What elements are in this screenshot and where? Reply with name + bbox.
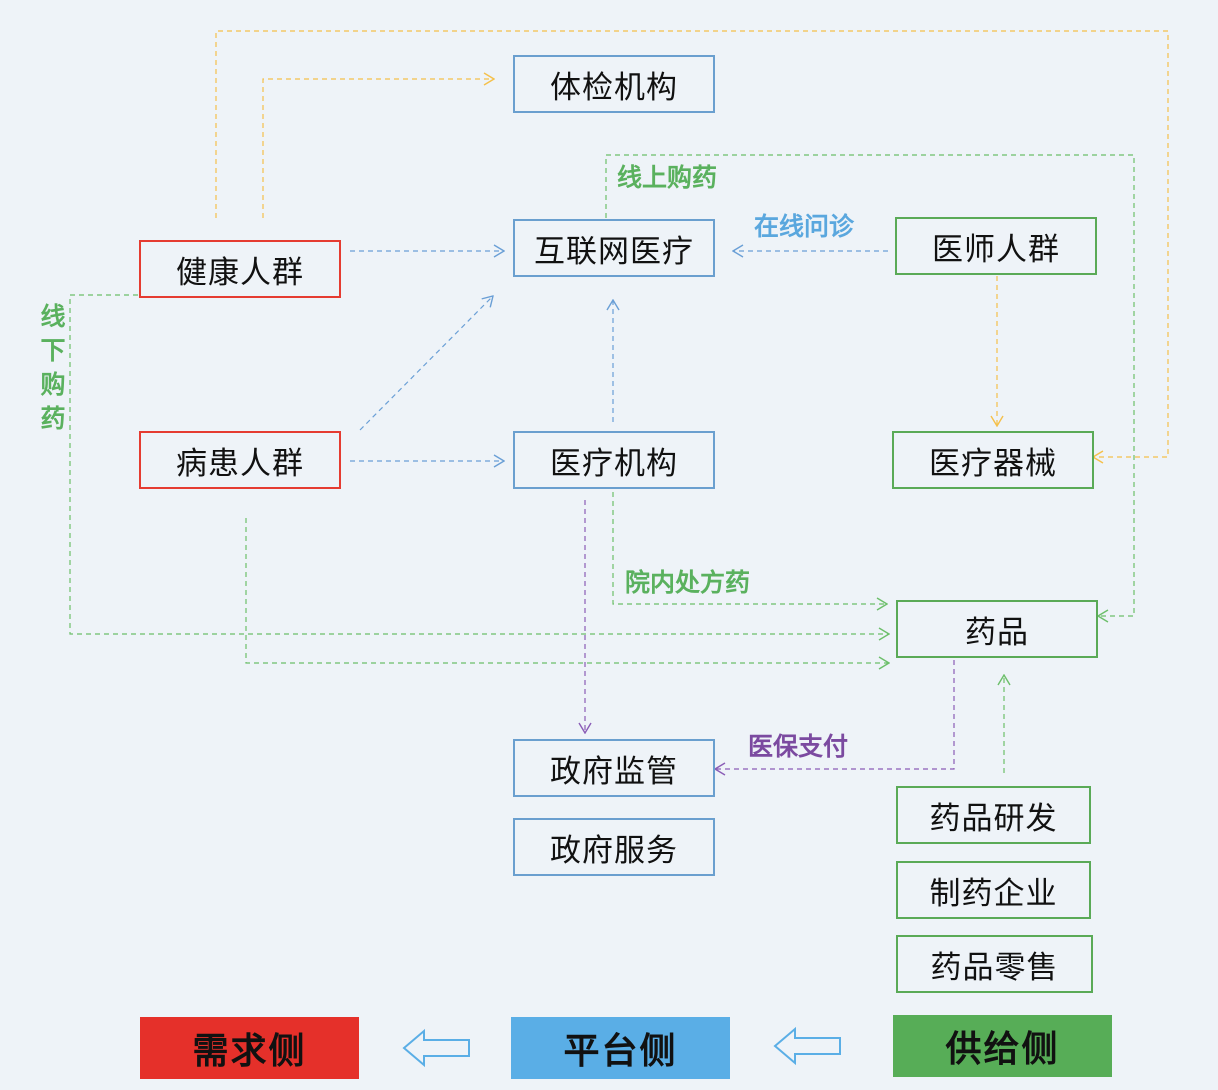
legend-platform-side: 平台侧: [511, 1017, 730, 1079]
edge-health-to-checkup: [262, 79, 494, 218]
node-medical-device: 医疗器械: [892, 431, 1094, 489]
left-arrow-icon: [773, 1026, 841, 1066]
node-government-regulation: 政府监管: [513, 739, 715, 797]
edge-patient-to-internet: [359, 296, 493, 431]
node-drug-rnd: 药品研发: [896, 786, 1091, 844]
legend-demand-side: 需求侧: [140, 1017, 359, 1079]
edge-drug-to-government: [715, 660, 955, 769]
node-medical-institution: 医疗机构: [513, 431, 715, 489]
node-government-service: 政府服务: [513, 818, 715, 876]
edge-institution-to-drug: [612, 492, 887, 604]
node-drug: 药品: [896, 600, 1098, 658]
left-arrow-icon: [402, 1028, 470, 1068]
edge-health-to-device: [215, 30, 1169, 457]
node-drug-retail: 药品零售: [896, 935, 1093, 993]
node-checkup-institution: 体检机构: [513, 55, 715, 113]
edge-internet-to-drug: [605, 154, 1135, 616]
node-doctor-group: 医师人群: [895, 217, 1097, 275]
node-patient-group: 病患人群: [139, 431, 341, 489]
edge-health-offline-to-drug: [69, 294, 889, 634]
node-internet-medical: 互联网医疗: [513, 219, 715, 277]
legend-supply-side: 供给侧: [893, 1015, 1112, 1077]
label-hospital-prescription: 院内处方药: [625, 568, 751, 597]
node-healthy-group: 健康人群: [139, 240, 341, 298]
node-pharma-company: 制药企业: [896, 861, 1091, 919]
label-online-purchase: 线上购药: [617, 163, 718, 192]
label-insurance-payment: 医保支付: [748, 732, 849, 761]
label-offline-purchase: 线下购药: [40, 302, 66, 433]
label-online-consultation: 在线问诊: [754, 212, 855, 241]
edge-patient-offline-to-drug: [245, 518, 889, 663]
